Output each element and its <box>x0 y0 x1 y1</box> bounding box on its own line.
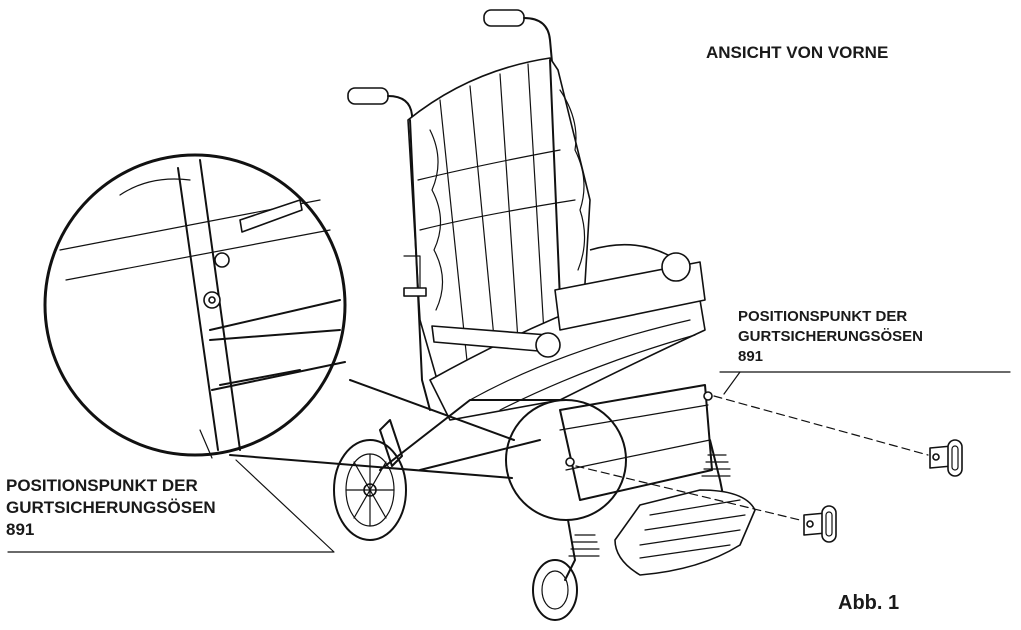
leg-spring <box>568 454 731 557</box>
dashed-guide-lower <box>575 465 801 521</box>
brake-lever <box>379 419 403 467</box>
side-frame-panel <box>559 384 713 501</box>
detail-marker-circle <box>505 399 627 521</box>
right-callout-line1: POSITIONSPUNKT DER <box>738 308 908 325</box>
lower-frame <box>379 399 561 471</box>
left-callout-leader <box>7 459 335 553</box>
front-caster <box>532 519 578 621</box>
dashed-guide-upper <box>713 395 929 456</box>
right-callout-line3: 891 <box>738 348 764 365</box>
right-callout-text: POSITIONSPUNKT DER GURTSICHERUNGSÖSEN 89… <box>738 307 923 367</box>
belt-eyelet-position-marker-right <box>703 391 713 401</box>
rear-wheel <box>333 439 407 541</box>
armrest-left <box>431 325 561 358</box>
right-callout-line2: GURTSICHERUNGSÖSEN <box>738 328 924 345</box>
belt-eyelet-position-marker <box>565 457 575 467</box>
figure-label: Abb. 1 <box>838 592 900 614</box>
push-handle-right <box>483 9 553 63</box>
armrest-right <box>554 243 706 331</box>
footplate <box>614 489 756 576</box>
right-callout-leader <box>723 371 741 395</box>
belt-eyelet-part-lower <box>803 505 837 543</box>
left-callout-line2: GURTSICHERUNGSÖSEN <box>6 498 216 517</box>
detail-connector-top <box>349 379 515 441</box>
backrest-tube-left <box>409 119 431 411</box>
belt-eyelet-part-upper <box>929 439 963 477</box>
view-title: ANSICHT VON VORNE <box>706 43 889 62</box>
left-callout-text: POSITIONSPUNKT DER GURTSICHERUNGSÖSEN 89… <box>6 475 216 541</box>
backrest-tube-right <box>549 59 561 301</box>
left-callout-line1: POSITIONSPUNKT DER <box>6 476 198 495</box>
push-handle-left <box>347 87 413 127</box>
left-callout-line3: 891 <box>6 520 35 539</box>
detail-magnified-view <box>43 153 347 459</box>
detail-connector-bottom <box>229 454 513 479</box>
